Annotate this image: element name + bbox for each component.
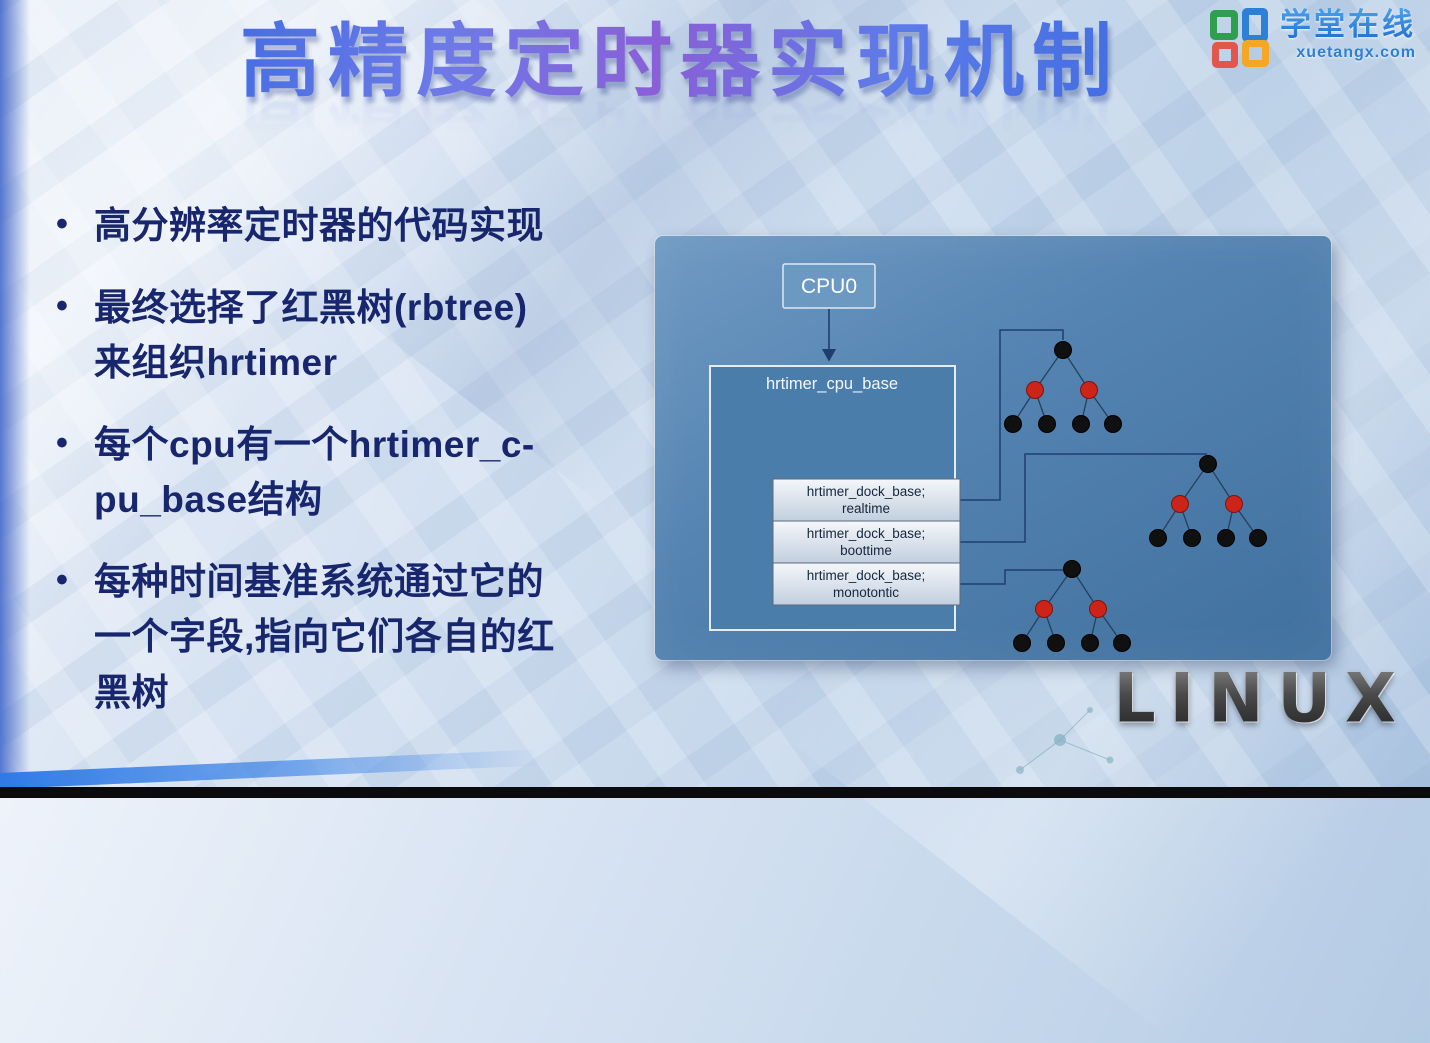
clock-base-box-realtime [772, 478, 961, 522]
rbtree-node-red [1026, 381, 1044, 399]
bullet-text: 最终选择了红黑树(rbtree) 来组织hrtimer [94, 280, 528, 391]
rbtree-3 [1013, 560, 1131, 652]
cpu0-label: CPU0 [801, 275, 857, 298]
connector-boottime-tree [960, 453, 1207, 543]
brand-text: 学堂在线 xuetangx.com [1280, 7, 1416, 62]
bullet-text: 每种时间基准系统通过它的 一个字段,指向它们各自的红 黑树 [94, 554, 555, 721]
clock-base-boxes: hrtimer_dock_base; realtime hrtimer_dock… [772, 478, 961, 606]
linux-logo: LINUX [1113, 659, 1410, 738]
clock-base-boottime-line2: boottime [840, 543, 892, 558]
clock-base-monotonic-line2: monotontic [833, 585, 899, 600]
left-edge-band [0, 0, 30, 798]
rbtree-node-red [1171, 495, 1189, 513]
diagram-panel: CPU0 hrtimer_cpu_base hrtimer_dock_base;… [655, 236, 1331, 660]
logo-square-red [1212, 42, 1238, 68]
brand-name: 学堂在线 [1280, 7, 1416, 42]
connector-monotonic-tree [960, 569, 1063, 585]
rbtree-node-black [1113, 634, 1131, 652]
bullet-dot [56, 554, 94, 607]
rbtree-node-black [1249, 529, 1267, 547]
clock-base-boottime-line1: hrtimer_dock_base; [807, 526, 926, 541]
xuetangx-logo-icon [1208, 8, 1270, 68]
bullet-line: 来组织hrtimer [94, 342, 338, 383]
rbtree-node-black [1038, 415, 1056, 433]
brand-domain: xuetangx.com [1296, 44, 1416, 62]
rbtree-1 [1004, 341, 1122, 433]
bullet-item-2: 最终选择了红黑树(rbtree) 来组织hrtimer [56, 280, 666, 391]
bullet-list: 高分辨率定时器的代码实现 最终选择了红黑树(rbtree) 来组织hrtimer… [56, 198, 666, 720]
logo-square-green [1210, 10, 1238, 40]
rbtree-2 [1149, 455, 1267, 547]
bullet-dot [56, 417, 94, 470]
rbtree-node-red [1225, 495, 1243, 513]
bullet-line: 黑树 [94, 671, 169, 713]
rbtree-node-black [1072, 415, 1090, 433]
clock-base-box-monotonic [772, 562, 961, 606]
bottom-accent-bar [0, 749, 540, 789]
rbtree-node-black [1054, 341, 1072, 359]
rbtree-node-black [1047, 634, 1065, 652]
logo-square-blue [1242, 8, 1268, 42]
bullet-item-4: 每种时间基准系统通过它的 一个字段,指向它们各自的红 黑树 [56, 554, 666, 721]
clock-base-realtime-line1: hrtimer_dock_base; [807, 484, 926, 499]
rbtree-node-black [1063, 560, 1081, 578]
rbtree-node-red [1080, 381, 1098, 399]
rbtree-node-black [1081, 634, 1099, 652]
connector-realtime-tree [960, 329, 1064, 501]
hrtimer-cpu-base-label: hrtimer_cpu_base [766, 375, 898, 393]
clock-base-box-boottime [772, 520, 961, 564]
cpu0-box [782, 263, 876, 309]
slide-title: 高精度定时器实现机制 [140, 16, 1220, 108]
slide: 高精度定时器实现机制 高精度定时器实现机制 学堂在线 xuetangx.com … [0, 0, 1430, 798]
clock-base-realtime-line2: realtime [842, 501, 890, 516]
rbtree-node-black [1104, 415, 1122, 433]
bullet-line: 最终选择了红黑树(rbtree) [94, 286, 528, 328]
bullet-line: pu_base结构 [94, 479, 323, 520]
rbtree-node-black [1217, 529, 1235, 547]
bullet-line: 一个字段,指向它们各自的红 [94, 616, 555, 657]
bullet-text: 每个cpu有一个hrtimer_c- pu_base结构 [94, 417, 535, 528]
rbtree-node-black [1149, 529, 1167, 547]
slide-title-reflection: 高精度定时器实现机制 [140, 82, 1220, 174]
bullet-dot [56, 280, 94, 333]
rbtree-node-black [1004, 415, 1022, 433]
bullet-item-3: 每个cpu有一个hrtimer_c- pu_base结构 [56, 417, 666, 528]
logo-square-orange [1242, 40, 1269, 67]
bullet-item-1: 高分辨率定时器的代码实现 [56, 198, 666, 254]
rbtree-node-black [1199, 455, 1217, 473]
slide-title-block: 高精度定时器实现机制 高精度定时器实现机制 [140, 16, 1220, 174]
rbtree-node-red [1035, 600, 1053, 618]
xuetangx-logo: 学堂在线 xuetangx.com [1208, 7, 1416, 68]
bottom-bar [0, 787, 1430, 798]
bullet-line: 高分辨率定时器的代码实现 [94, 205, 544, 246]
rbtree-node-black [1183, 529, 1201, 547]
bullet-line: 每种时间基准系统通过它的 [94, 560, 544, 602]
bullet-text: 高分辨率定时器的代码实现 [94, 198, 544, 254]
bullet-line: 每个cpu有一个hrtimer_c- [94, 423, 535, 465]
clock-base-monotonic-line1: hrtimer_dock_base; [807, 568, 926, 583]
rbtree-node-red [1089, 600, 1107, 618]
rbtree-node-black [1013, 634, 1031, 652]
bullet-dot [56, 198, 94, 251]
